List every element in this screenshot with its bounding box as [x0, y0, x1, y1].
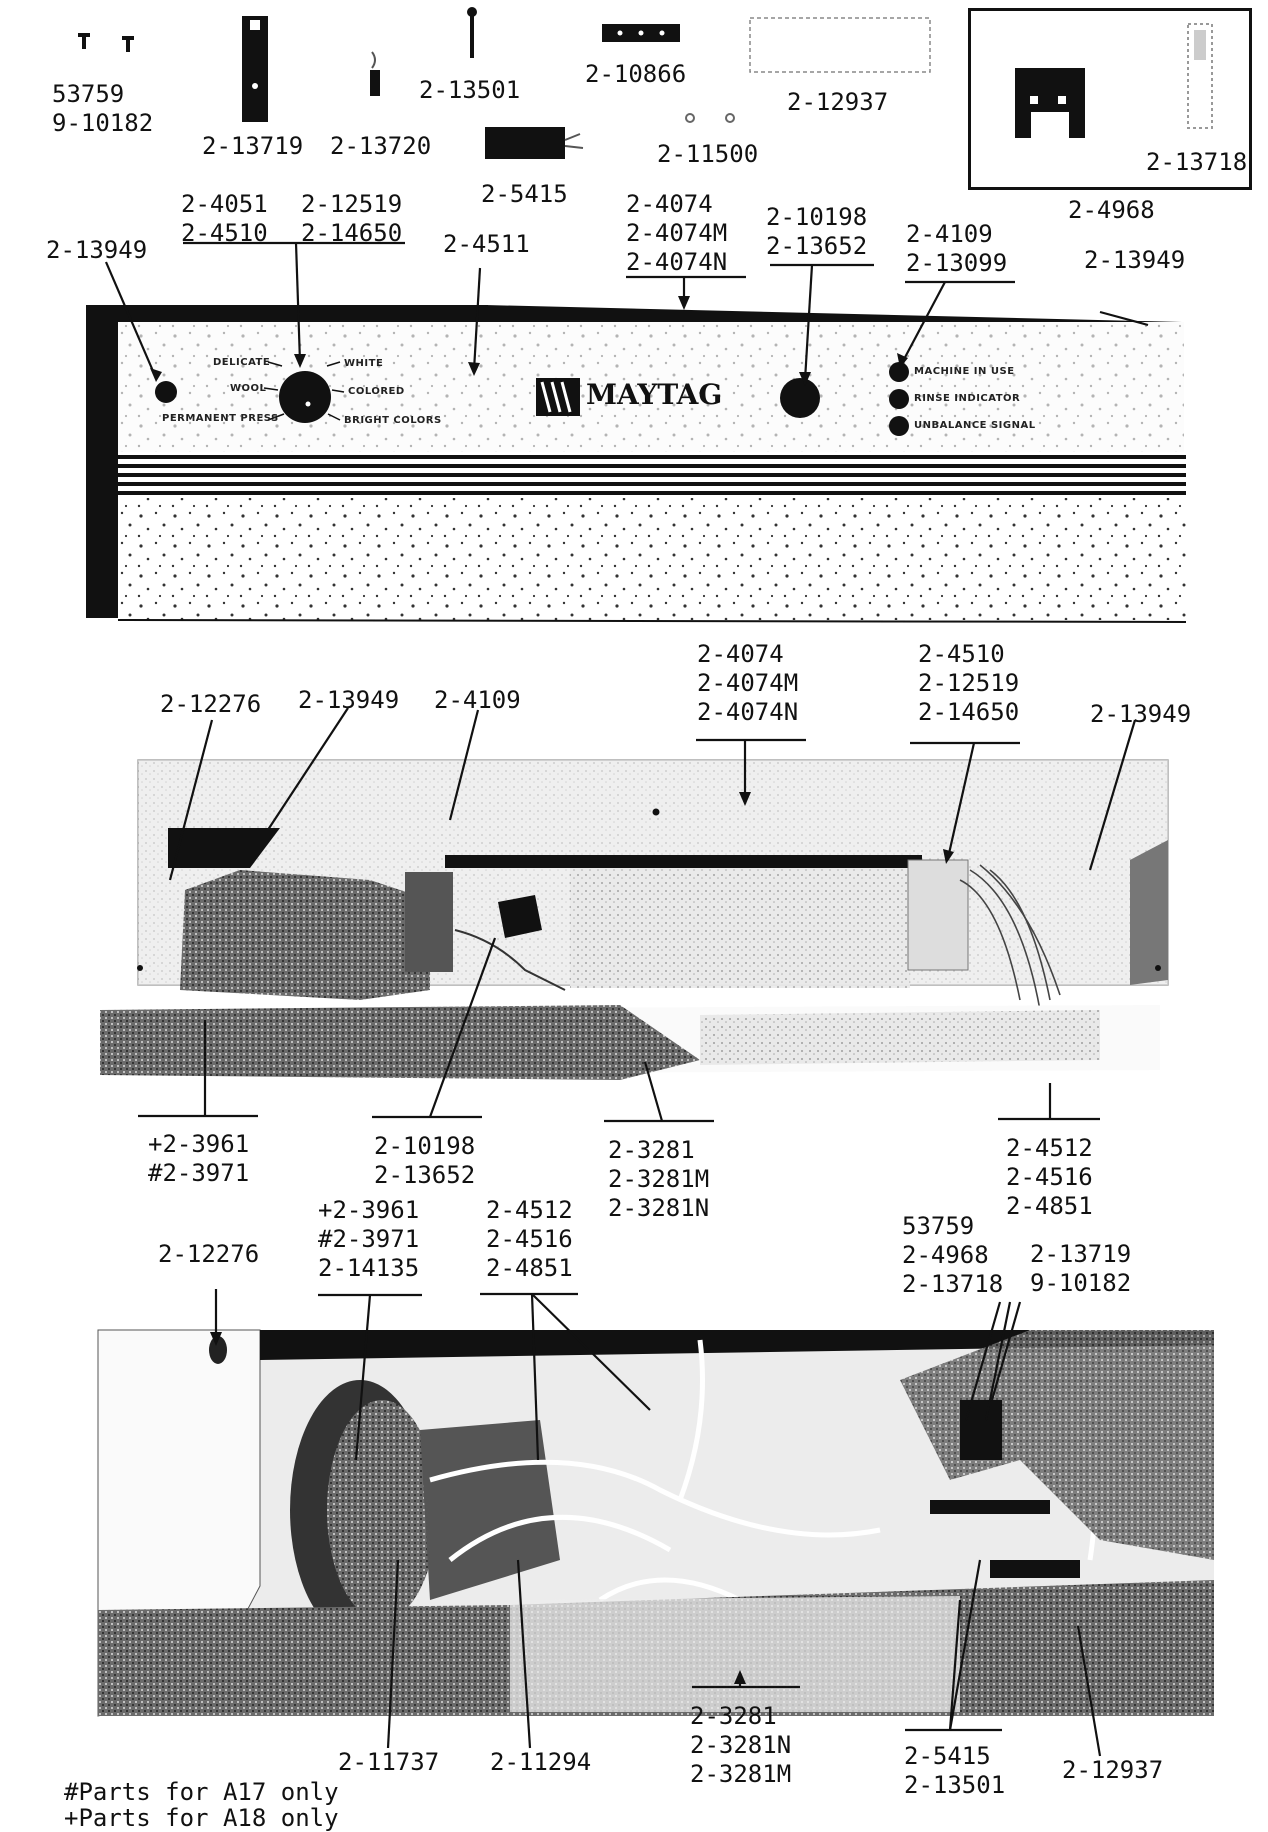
part-label-2-5415: 2-5415: [481, 180, 568, 208]
callout-bottom-2-12937: 2-12937: [1062, 1756, 1164, 1784]
callout-bottom-53759: 53759 2-4968 2-13718: [902, 1212, 1004, 1298]
callout-bottom-2-11737: 2-11737: [338, 1748, 440, 1776]
inset-box: [968, 8, 1252, 190]
callout-2-13949-right: 2-13949: [1084, 246, 1186, 274]
part-label-2-13720: 2-13720: [330, 132, 432, 160]
callout-rear-2-4510: 2-4510 2-12519 2-14650: [918, 640, 1020, 726]
callout-rear-2-4109: 2-4109: [434, 686, 521, 714]
part-label-2-13718: 2-13718: [1146, 148, 1248, 176]
callout-bottom-2-4512: 2-4512 2-4516 2-4851: [486, 1196, 573, 1282]
callout-rear-2-4074: 2-4074 2-4074M 2-4074N: [697, 640, 799, 726]
callout-2-12519: 2-12519 2-14650: [301, 190, 403, 247]
callout-bottom-2-13719: 2-13719 9-10182: [1030, 1240, 1132, 1297]
callout-2-4074: 2-4074 2-4074M 2-4074N: [626, 190, 728, 276]
leader-lines-rear: [138, 707, 1137, 1123]
part-switch-5415: [485, 127, 584, 159]
callout-rear-2-13949-right: 2-13949: [1090, 700, 1192, 728]
callout-2-13949-left: 2-13949: [46, 236, 148, 264]
callout-2-4511: 2-4511: [443, 230, 530, 258]
part-spring-13720: [370, 51, 380, 96]
arrowheads-front: [150, 296, 908, 386]
footnote-a18: +Parts for A18 only: [64, 1804, 339, 1832]
part-label-2-10866: 2-10866: [585, 60, 687, 88]
indicator-label-3: UNBALANCE SIGNAL: [914, 420, 1036, 431]
part-label-2-4968: 2-4968: [1068, 196, 1155, 224]
maytag-logo-mark: [536, 378, 580, 416]
part-label-2-11500: 2-11500: [657, 140, 759, 168]
callout-2-4051: 2-4051 2-4510: [181, 190, 268, 247]
cycle-dial: [279, 371, 331, 423]
callout-bottom-2-11294: 2-11294: [490, 1748, 592, 1776]
panel-stripes: [118, 452, 1186, 498]
dial-label-delicate: DELICATE: [213, 357, 271, 368]
maytag-brand: MAYTAG: [586, 378, 723, 411]
arrowheads-bottom: [210, 1332, 746, 1684]
part-screws-53759: [78, 33, 134, 52]
part-label-2-13719: 2-13719: [202, 132, 304, 160]
callout-rear-2-4512: 2-4512 2-4516 2-4851: [1006, 1134, 1093, 1220]
inset-parts: [1015, 23, 1213, 138]
dial-label-wool: WOOL: [230, 383, 267, 394]
part-label-53759-9-10182: 53759 9-10182: [52, 80, 154, 137]
dial-label-bright-colors: BRIGHT COLORS: [344, 415, 442, 426]
control-panel-front: [86, 305, 1187, 623]
part-nuts-11500: [685, 113, 735, 123]
panel-rear-view: [100, 759, 1169, 1080]
callout-rear-2-13949-left: 2-13949: [298, 686, 400, 714]
dial-label-colored: COLORED: [348, 386, 405, 397]
part-pad-12937: [749, 17, 931, 73]
part-screw-13501: [467, 7, 477, 58]
leader-lines-bottom: [214, 1289, 1102, 1757]
indicator-light-3: [889, 416, 909, 436]
callout-bottom-2-3961: +2-3961 #2-3971 2-14135: [318, 1196, 420, 1282]
callout-2-4109: 2-4109 2-13099: [906, 220, 1008, 277]
arrowheads-rear: [739, 792, 954, 864]
interior-bottom-view: [97, 1329, 1214, 1717]
callout-rear-2-3281: 2-3281 2-3281M 2-3281N: [608, 1136, 710, 1222]
indicator-label-1: MACHINE IN USE: [914, 366, 1015, 377]
indicator-light-1: [889, 362, 909, 382]
loose-parts: [78, 7, 931, 159]
callout-bottom-2-3281: 2-3281 2-3281N 2-3281M: [690, 1702, 792, 1788]
dial-label-white: WHITE: [344, 358, 384, 369]
indicator-light-2: [889, 389, 909, 409]
part-label-2-12937: 2-12937: [787, 88, 889, 116]
timer-knob: [780, 378, 820, 418]
callout-2-10198: 2-10198 2-13652: [766, 203, 868, 260]
leader-lines-front: [104, 241, 1149, 381]
callout-rear-2-3961: +2-3961 #2-3971: [148, 1130, 250, 1187]
callout-bottom-2-5415: 2-5415 2-13501: [904, 1742, 1006, 1799]
part-clip-10866: [602, 24, 680, 42]
part-label-2-13501: 2-13501: [419, 76, 521, 104]
dial-label-permanent-press: PERMANENT PRESS: [162, 413, 279, 424]
footnote-a17: #Parts for A17 only: [64, 1778, 339, 1806]
callout-bottom-2-12276: 2-12276: [158, 1240, 260, 1268]
callout-rear-2-12276: 2-12276: [160, 690, 262, 718]
indicator-label-2: RINSE INDICATOR: [914, 393, 1021, 404]
part-bracket-13719: [242, 16, 268, 122]
callout-rear-2-10198: 2-10198 2-13652: [374, 1132, 476, 1189]
knob-small: [155, 381, 177, 403]
